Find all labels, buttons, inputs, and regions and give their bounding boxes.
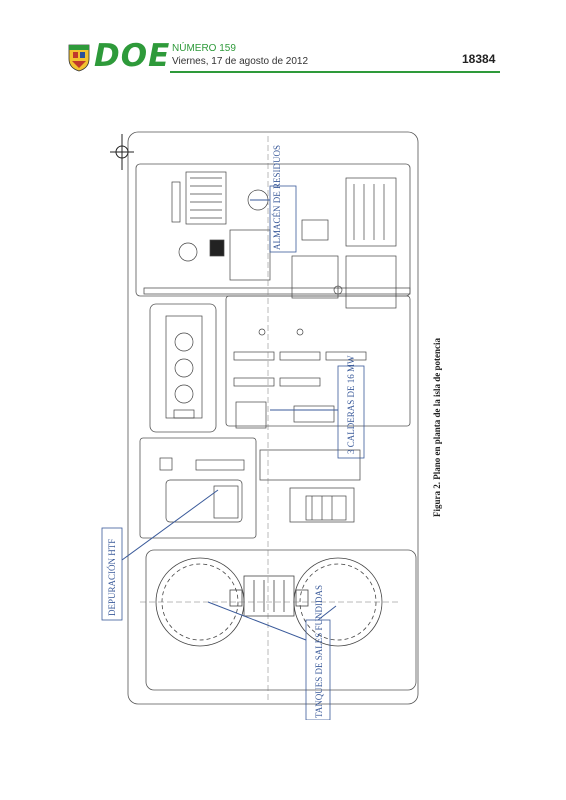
figure-caption: Figura 2. Plano en planta de la isla de … bbox=[432, 338, 442, 518]
north-arrow-icon bbox=[110, 134, 134, 170]
site-plan-drawing: ALMACÉN DE RESIDUOS 3 CALDERAS DE 16 MW … bbox=[101, 131, 419, 720]
header-rule bbox=[170, 71, 500, 73]
label-almacen-residuos: ALMACÉN DE RESIDUOS bbox=[272, 145, 282, 250]
issue-date: Viernes, 17 de agosto de 2012 bbox=[172, 56, 309, 67]
coat-of-arms-icon bbox=[68, 44, 90, 72]
issue-number: NÚMERO 159 bbox=[172, 43, 236, 54]
label-depuracion-htf: DEPURACIÓN HTF bbox=[107, 539, 117, 616]
label-tanques-sales: TANQUES DE SALES FUNDIDAS bbox=[314, 585, 324, 718]
label-calderas: 3 CALDERAS DE 16 MW bbox=[346, 355, 356, 454]
page-number: 18384 bbox=[462, 52, 496, 66]
doe-logo-text: DOE bbox=[94, 38, 171, 74]
page-header: DOE NÚMERO 159 Viernes, 17 de agosto de … bbox=[0, 0, 566, 80]
